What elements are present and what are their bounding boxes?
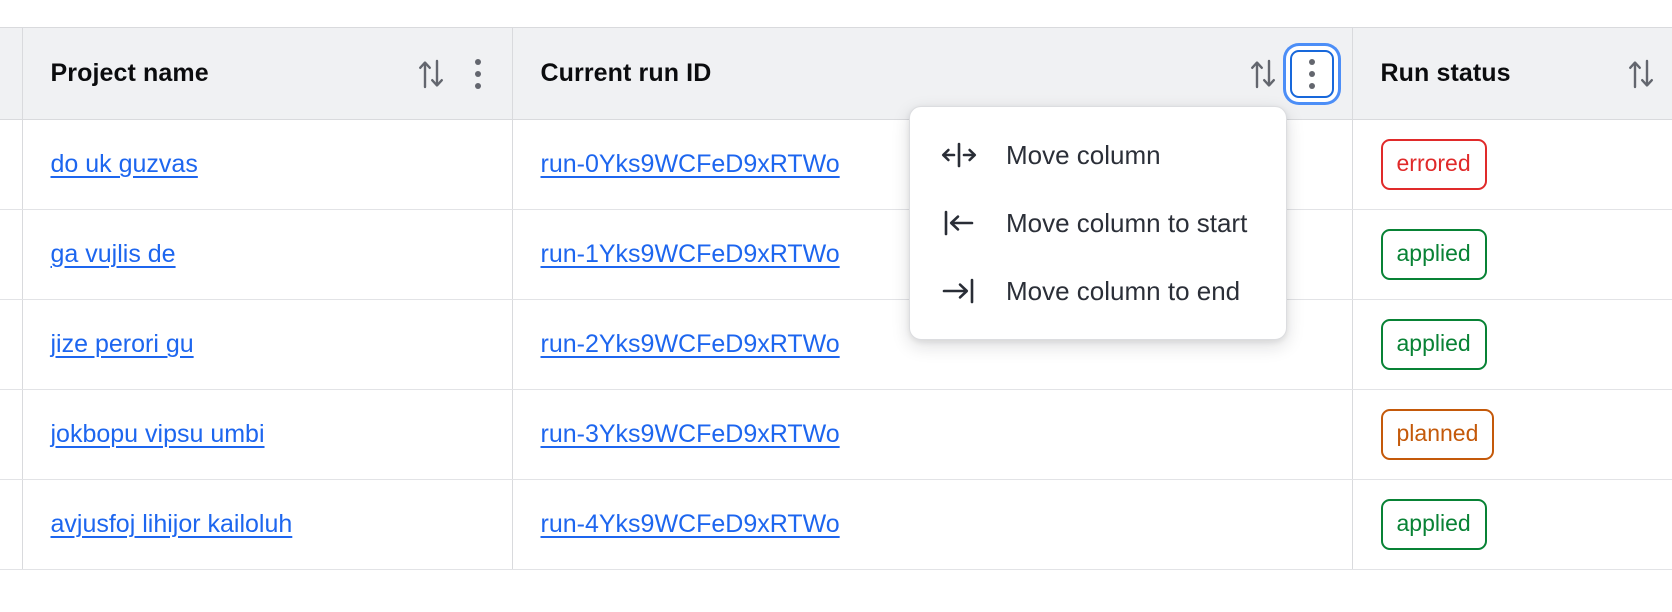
status-badge: applied <box>1380 229 1487 280</box>
table-row: jokbopu vipsu umbi run-3Yks9WCFeD9xRTWo … <box>0 389 1672 480</box>
run-id-link[interactable]: run-3Yks9WCFeD9xRTWo <box>540 420 840 448</box>
project-name-link[interactable]: jize perori gu <box>50 330 194 358</box>
column-menu-button-project-name[interactable] <box>458 52 498 96</box>
column-header-project-name[interactable]: Project name <box>22 27 513 120</box>
sort-icon[interactable] <box>1624 55 1658 93</box>
cell-current-run-id: run-4Yks9WCFeD9xRTWo <box>512 479 1353 570</box>
column-header-run-status[interactable]: Run status <box>1352 27 1672 120</box>
status-badge: planned <box>1380 409 1495 460</box>
cell-run-status: applied <box>1352 209 1672 300</box>
table-row: jize perori gu run-2Yks9WCFeD9xRTWo appl… <box>0 299 1672 390</box>
table-row: ga vujlis de run-1Yks9WCFeD9xRTWo applie… <box>0 209 1672 300</box>
sort-icon[interactable] <box>414 55 448 93</box>
menu-item-move-column[interactable]: Move column <box>910 121 1286 189</box>
row-gutter-cell <box>0 299 23 390</box>
cell-run-status: errored <box>1352 119 1672 210</box>
projects-table-container: Project name <box>0 27 1672 570</box>
row-gutter-cell <box>0 209 23 300</box>
cell-run-status: applied <box>1352 299 1672 390</box>
status-badge: errored <box>1380 139 1487 190</box>
move-column-to-end-icon <box>938 270 980 312</box>
project-name-link[interactable]: jokbopu vipsu umbi <box>50 420 265 448</box>
table-row: do uk guzvas run-0Yks9WCFeD9xRTWo errore… <box>0 119 1672 210</box>
column-header-label-run-status: Run status <box>1380 59 1511 87</box>
cell-project-name: jokbopu vipsu umbi <box>22 389 513 480</box>
column-header-inner: Current run ID <box>541 28 1352 119</box>
move-column-to-start-icon <box>938 202 980 244</box>
column-header-inner: Project name <box>51 28 512 119</box>
run-id-link[interactable]: run-0Yks9WCFeD9xRTWo <box>540 150 840 178</box>
menu-item-label: Move column <box>1006 139 1161 170</box>
projects-table: Project name <box>0 27 1672 570</box>
row-gutter-cell <box>0 119 23 210</box>
cell-current-run-id: run-3Yks9WCFeD9xRTWo <box>512 389 1353 480</box>
status-badge: applied <box>1380 319 1487 370</box>
status-badge: applied <box>1380 499 1487 550</box>
table-body: do uk guzvas run-0Yks9WCFeD9xRTWo errore… <box>0 119 1672 570</box>
menu-item-label: Move column to end <box>1006 275 1241 306</box>
kebab-icon <box>474 58 481 89</box>
row-gutter-cell <box>0 479 23 570</box>
column-header-current-run-id[interactable]: Current run ID <box>512 27 1353 120</box>
column-header-inner: Run status <box>1381 28 1672 119</box>
column-header-actions-current-run-id <box>1246 49 1352 98</box>
project-name-link[interactable]: do uk guzvas <box>50 150 198 178</box>
row-gutter-cell <box>0 389 23 480</box>
project-name-link[interactable]: avjusfoj lihijor kailoluh <box>50 510 293 538</box>
cell-run-status: applied <box>1352 479 1672 570</box>
run-id-link[interactable]: run-4Yks9WCFeD9xRTWo <box>540 510 840 538</box>
column-header-actions-project-name <box>414 52 512 96</box>
kebab-icon <box>1308 58 1315 89</box>
column-context-menu: Move column Move column to start Mov <box>909 106 1287 340</box>
cell-project-name: avjusfoj lihijor kailoluh <box>22 479 513 570</box>
column-header-gutter <box>0 27 23 120</box>
table-header-row: Project name <box>0 27 1672 120</box>
column-header-label-project-name: Project name <box>50 59 209 87</box>
table-header: Project name <box>0 27 1672 120</box>
move-column-icon <box>938 134 980 176</box>
menu-item-move-column-to-start[interactable]: Move column to start <box>910 189 1286 257</box>
cell-project-name: do uk guzvas <box>22 119 513 210</box>
cell-project-name: ga vujlis de <box>22 209 513 300</box>
sort-icon[interactable] <box>1246 55 1280 93</box>
run-id-link[interactable]: run-1Yks9WCFeD9xRTWo <box>540 240 840 268</box>
cell-run-status: planned <box>1352 389 1672 480</box>
column-header-actions-run-status <box>1624 55 1672 93</box>
column-header-label-current-run-id: Current run ID <box>540 59 712 87</box>
project-name-link[interactable]: ga vujlis de <box>50 240 176 268</box>
menu-item-label: Move column to start <box>1006 207 1248 238</box>
column-menu-button-current-run-id[interactable] <box>1289 49 1334 98</box>
cell-project-name: jize perori gu <box>22 299 513 390</box>
menu-item-move-column-to-end[interactable]: Move column to end <box>910 257 1286 325</box>
table-row: avjusfoj lihijor kailoluh run-4Yks9WCFeD… <box>0 479 1672 570</box>
run-id-link[interactable]: run-2Yks9WCFeD9xRTWo <box>540 330 840 358</box>
